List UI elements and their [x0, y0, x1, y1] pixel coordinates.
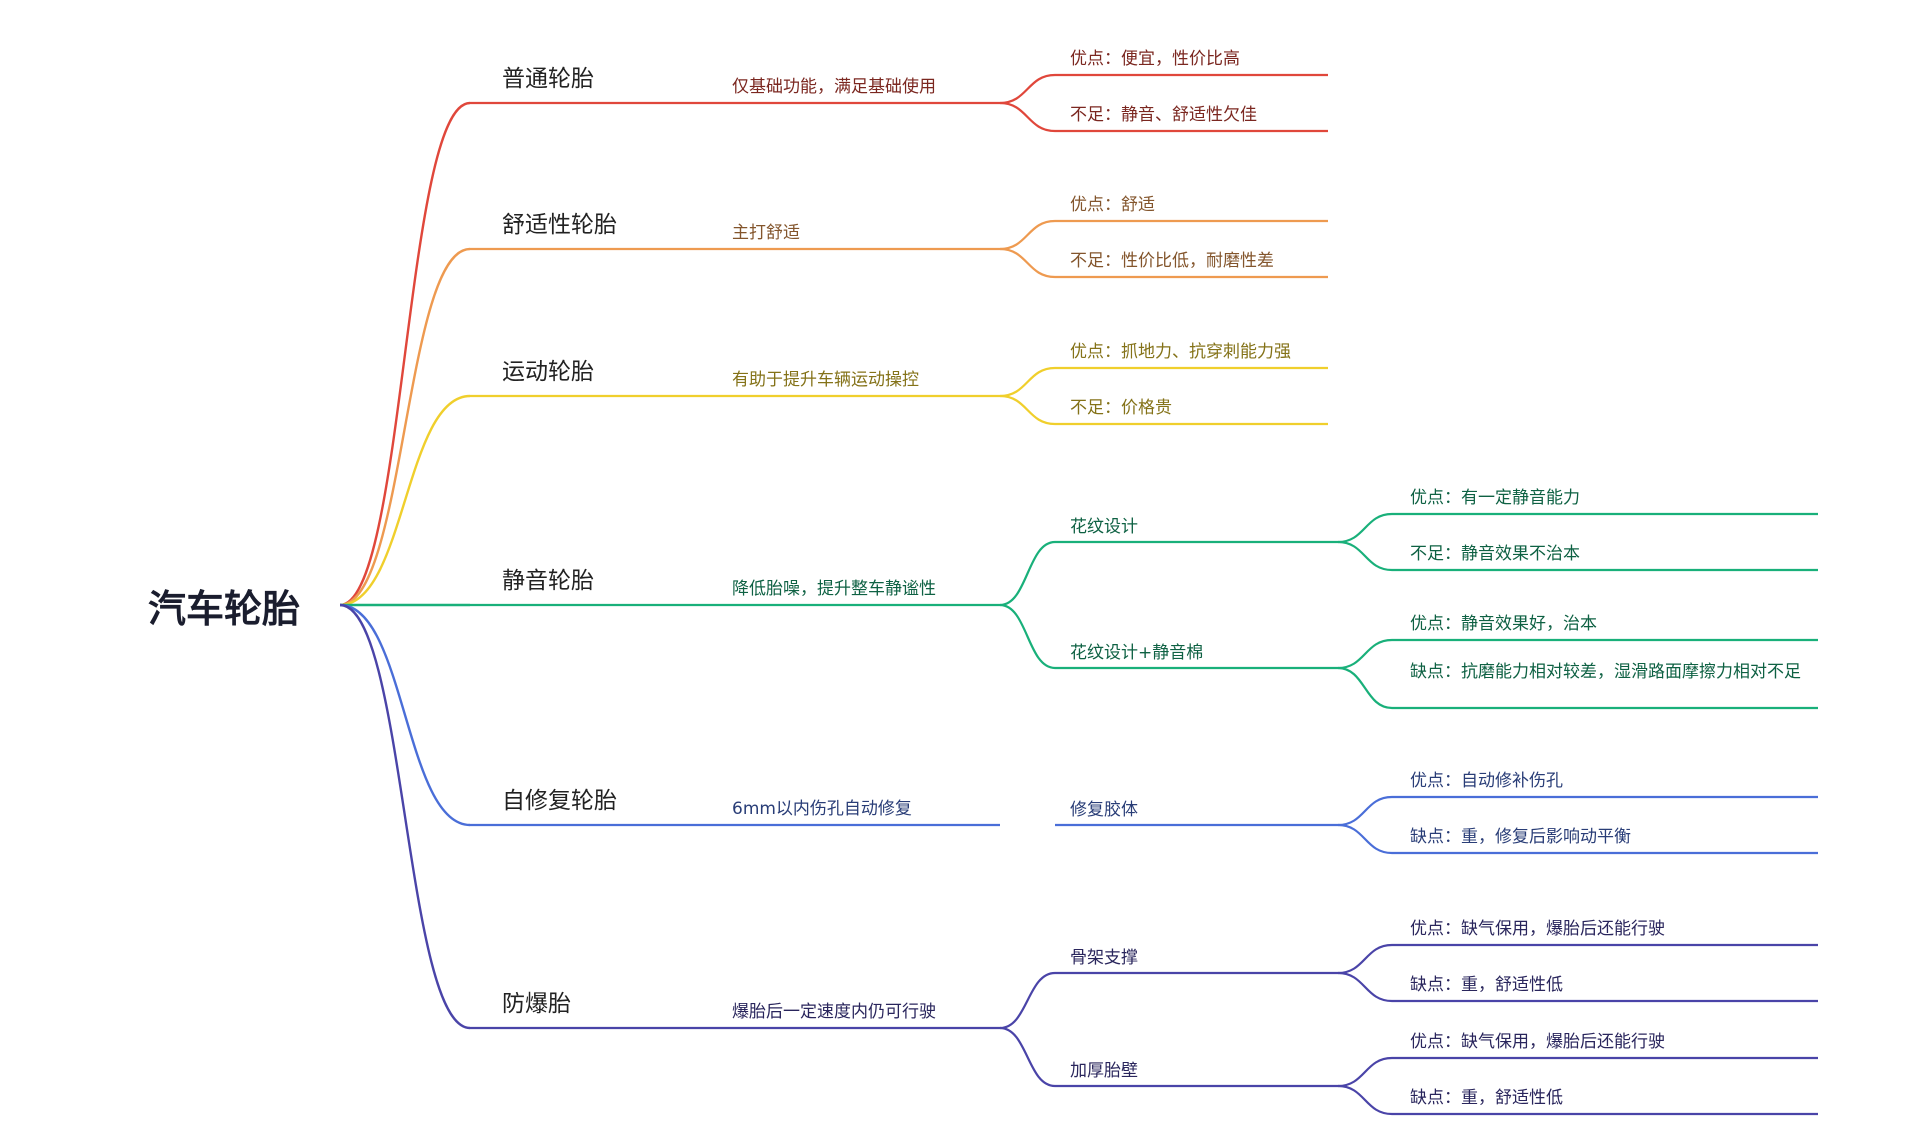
leaf-2-0[interactable]: 优点：抓地力、抗穿刺能力强: [1070, 342, 1291, 362]
leaf-1-1[interactable]: 不足：性价比低，耐磨性差: [1070, 251, 1274, 271]
leaf-connector-2-1: [999, 394, 1056, 426]
leaf-3-0-1[interactable]: 不足：静音效果不治本: [1410, 544, 1580, 564]
branch-desc-2[interactable]: 有助于提升车辆运动操控: [732, 370, 919, 390]
leaf-connector-2-0: [999, 366, 1056, 398]
sub-3-0[interactable]: 花纹设计: [1070, 517, 1138, 537]
branch-title-0[interactable]: 普通轮胎: [502, 66, 594, 92]
leaf-connector-0-0: [999, 73, 1056, 105]
branch-connector-1: [339, 247, 471, 607]
branch-desc-0[interactable]: 仅基础功能，满足基础使用: [732, 77, 936, 97]
leaf-5-1-1[interactable]: 缺点：重，舒适性低: [1410, 1088, 1563, 1108]
leaf-connector-3-1-0: [1337, 638, 1393, 670]
branch-connector-0: [339, 101, 471, 607]
leaf-3-1-1[interactable]: 缺点：抗磨能力相对较差，湿滑路面摩擦力相对不足: [1410, 662, 1801, 682]
root-topic[interactable]: 汽车轮胎: [148, 587, 301, 631]
leaf-connector-5-0-0: [1337, 943, 1393, 975]
branch-title-5[interactable]: 防爆胎: [502, 991, 571, 1017]
sub-connector-5-1: [999, 1026, 1056, 1088]
branch-desc-4[interactable]: 6mm以内伤孔自动修复: [732, 799, 912, 819]
leaf-0-0[interactable]: 优点：便宜，性价比高: [1070, 49, 1240, 69]
leaf-5-0-0[interactable]: 优点：缺气保用，爆胎后还能行驶: [1410, 919, 1665, 939]
leaf-3-1-0[interactable]: 优点：静音效果好，治本: [1410, 614, 1597, 634]
sub-4-0[interactable]: 修复胶体: [1070, 800, 1138, 820]
leaf-connector-4-0-1: [1337, 823, 1393, 855]
leaf-5-0-1[interactable]: 缺点：重，舒适性低: [1410, 975, 1563, 995]
leaf-connector-5-1-1: [1337, 1084, 1393, 1116]
sub-connector-5-0: [999, 971, 1056, 1030]
branch-desc-5[interactable]: 爆胎后一定速度内仍可行驶: [732, 1002, 936, 1022]
branch-title-4[interactable]: 自修复轮胎: [502, 788, 617, 814]
leaf-3-0-0[interactable]: 优点：有一定静音能力: [1410, 488, 1580, 508]
branch-connector-2: [339, 394, 471, 607]
branch-connector-4: [339, 603, 471, 827]
leaf-connector-3-1-1: [1337, 666, 1393, 710]
leaf-connector-0-1: [999, 101, 1056, 133]
branch-desc-1[interactable]: 主打舒适: [732, 223, 800, 243]
branch-desc-3[interactable]: 降低胎噪，提升整车静谧性: [732, 579, 936, 599]
leaf-4-0-1[interactable]: 缺点：重，修复后影响动平衡: [1410, 827, 1631, 847]
leaf-0-1[interactable]: 不足：静音、舒适性欠佳: [1070, 105, 1257, 125]
leaf-4-0-0[interactable]: 优点：自动修补伤孔: [1410, 771, 1563, 791]
leaf-1-0[interactable]: 优点：舒适: [1070, 195, 1155, 215]
leaf-5-1-0[interactable]: 优点：缺气保用，爆胎后还能行驶: [1410, 1032, 1665, 1052]
sub-connector-3-1: [999, 603, 1056, 670]
sub-3-1[interactable]: 花纹设计+静音棉: [1070, 643, 1204, 663]
branch-title-3[interactable]: 静音轮胎: [502, 568, 594, 594]
branch-connector-5: [339, 603, 471, 1030]
sub-5-0[interactable]: 骨架支撑: [1070, 948, 1138, 968]
leaf-connector-4-0-0: [1337, 795, 1393, 827]
leaf-connector-3-0-1: [1337, 540, 1393, 572]
leaf-connector-5-0-1: [1337, 971, 1393, 1003]
sub-5-1[interactable]: 加厚胎壁: [1070, 1061, 1138, 1081]
sub-connector-3-0: [999, 540, 1056, 607]
leaf-connector-1-0: [999, 219, 1056, 251]
leaf-connector-5-1-0: [1337, 1056, 1393, 1088]
leaf-connector-1-1: [999, 247, 1056, 279]
leaf-2-1[interactable]: 不足：价格贵: [1070, 398, 1172, 418]
branch-title-1[interactable]: 舒适性轮胎: [502, 212, 617, 238]
branch-title-2[interactable]: 运动轮胎: [502, 359, 594, 385]
leaf-connector-3-0-0: [1337, 512, 1393, 544]
